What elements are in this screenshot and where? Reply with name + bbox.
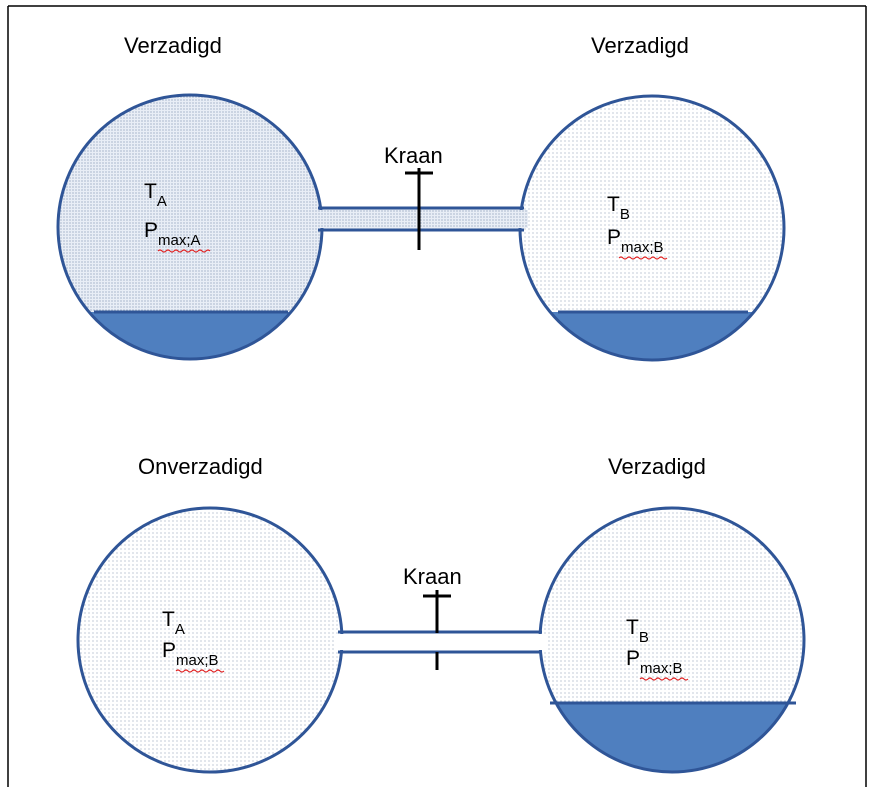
bottom-valve: [423, 590, 451, 670]
bottom-valve-label: Kraan: [403, 564, 462, 589]
top-valve: [405, 168, 433, 250]
top-right-spellcheck-underline: [618, 256, 668, 260]
bottom-right-state-label: Verzadigd: [608, 454, 706, 479]
top-left-temperature: TA: [144, 180, 167, 210]
top-right-pressure: Pmax;B: [607, 226, 664, 256]
top-system: [56, 93, 786, 362]
top-right-state-label: Verzadigd: [591, 33, 689, 58]
top-tube-fill: [318, 208, 524, 230]
bottom-right-spellcheck-underline: [639, 677, 689, 681]
top-left-liquid: [58, 312, 322, 359]
bottom-tube-fill: [338, 632, 542, 652]
bottom-left-flask: [76, 506, 344, 774]
bottom-left-pressure: Pmax;B: [162, 639, 219, 669]
top-right-liquid: [520, 312, 784, 360]
bottom-right-pressure: Pmax;B: [626, 647, 683, 677]
top-valve-label: Kraan: [384, 143, 443, 168]
bottom-right-liquid: [540, 703, 804, 772]
bottom-right-flask: [538, 506, 806, 774]
bottom-left-temperature: TA: [162, 608, 185, 638]
top-left-spellcheck-underline: [157, 249, 211, 253]
top-left-state-label: Verzadigd: [124, 33, 222, 58]
bottom-left-state-label: Onverzadigd: [138, 454, 263, 479]
top-right-temperature: TB: [607, 193, 630, 223]
bottom-left-spellcheck-underline: [175, 669, 225, 673]
bottom-right-temperature: TB: [626, 616, 649, 646]
top-left-pressure: Pmax;A: [144, 219, 201, 249]
bottom-system: [76, 506, 806, 774]
